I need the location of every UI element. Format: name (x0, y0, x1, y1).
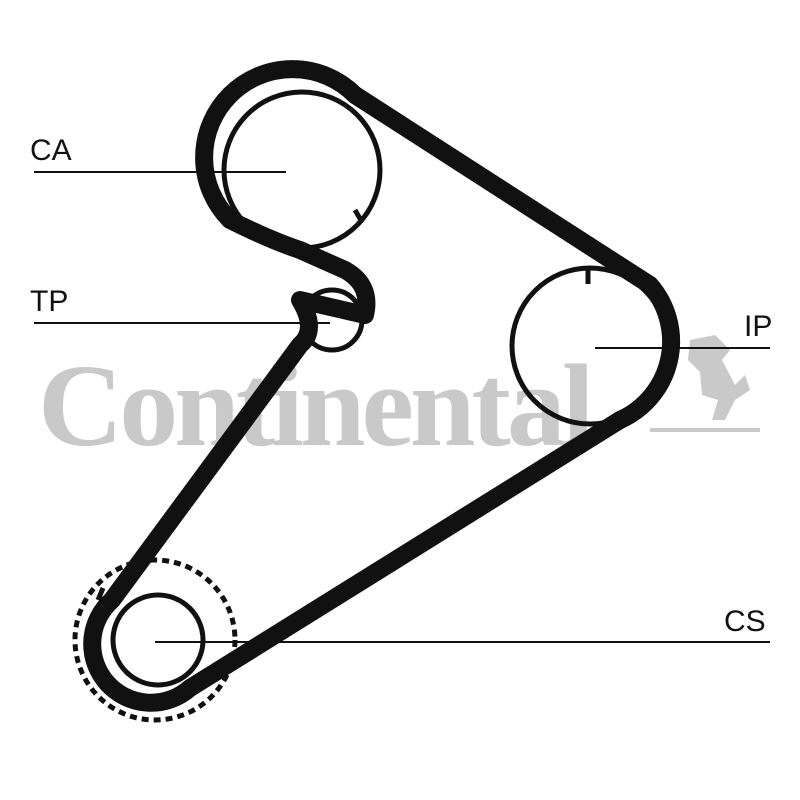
timing-belt (83, 60, 681, 712)
crankshaft-pulley (110, 592, 206, 688)
crankshaft-timing-mark (95, 587, 106, 601)
crankshaft-outline-dotted (72, 557, 238, 723)
label-tp: TP (30, 285, 68, 318)
brand-watermark-text: Continental (38, 340, 593, 471)
label-ca: CA (30, 134, 72, 167)
camshaft-timing-mark (352, 208, 365, 224)
brand-watermark: Continental (38, 335, 760, 471)
label-ip: IP (744, 310, 772, 343)
horse-logo-icon (650, 335, 760, 432)
label-cs: CS (724, 605, 766, 638)
